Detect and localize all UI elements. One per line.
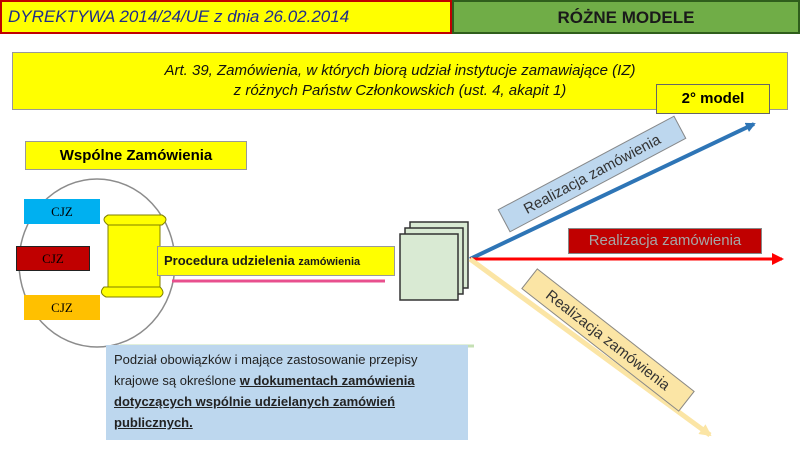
cjz-box-blue: CJZ — [24, 199, 100, 224]
model-label: 2° model — [656, 84, 770, 114]
note-bold-text: w dokumentach zamówienia dotyczących wsp… — [114, 373, 415, 430]
procedure-box: Procedura udzielenia zamówienia — [157, 246, 395, 276]
article-line-2: z różnych Państw Członkowskich (ust. 4, … — [233, 82, 567, 99]
article-box: Art. 39, Zamówienia, w których biorą udz… — [12, 52, 788, 110]
directive-title: DYREKTYWA 2014/24/UE z dnia 26.02.2014 — [8, 7, 350, 26]
note-box: Podział obowiązków i mające zastosowanie… — [106, 345, 468, 440]
note-plain-text: Podział obowiązków i mające zastosowanie… — [114, 352, 418, 388]
arrow-up — [469, 122, 756, 261]
procedure-label: Procedura udzielenia — [164, 253, 299, 268]
section-header: RÓŻNE MODELE — [452, 0, 800, 34]
cjz-box-orange: CJZ — [24, 295, 100, 320]
document-stack-icon — [399, 221, 469, 301]
arrow-straight-label: Realizacja zamówienia — [568, 228, 762, 254]
section-title: RÓŻNE MODELE — [557, 8, 695, 27]
joint-procurement-label: Wspólne Zamówienia — [25, 141, 247, 170]
cjz-box-red: CJZ — [16, 246, 90, 271]
article-line-1: Art. 39, Zamówienia, w których biorą udz… — [164, 62, 636, 79]
scroll-icon — [100, 214, 167, 298]
procedure-label-small: zamówienia — [298, 256, 361, 268]
directive-header: DYREKTYWA 2014/24/UE z dnia 26.02.2014 — [0, 0, 452, 34]
